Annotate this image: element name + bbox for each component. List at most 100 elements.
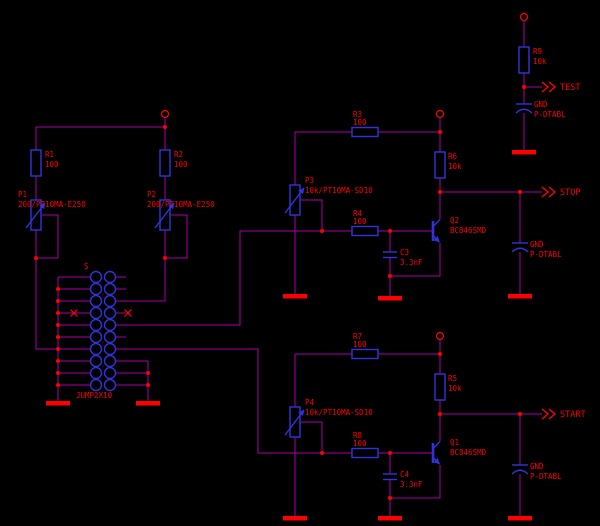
- connector-pin[interactable]: [103, 270, 117, 284]
- part-value: 100: [353, 439, 367, 448]
- jumper-connector-s[interactable]: S JUMP2X10: [46, 262, 160, 406]
- part-name: R5: [448, 374, 457, 383]
- part-value: 10k/PT10MA-SD10: [305, 186, 373, 195]
- junction-dot: [56, 299, 60, 303]
- connector-pin[interactable]: [103, 378, 117, 392]
- ground-symbol[interactable]: [508, 516, 532, 521]
- connector-pin[interactable]: [89, 366, 103, 380]
- ground-symbol[interactable]: [136, 401, 160, 406]
- ground-symbol[interactable]: [378, 296, 402, 301]
- trimmer-p1[interactable]: P1 200/PT10MA-E250: [18, 190, 86, 231]
- junction-dot: [320, 451, 324, 455]
- port-stop[interactable]: STOP: [541, 186, 580, 198]
- supply-pin[interactable]: [435, 331, 445, 341]
- connector-pin[interactable]: [89, 306, 103, 320]
- part-name: GND: [530, 462, 544, 471]
- part-name: R6: [448, 152, 458, 161]
- test-channel: R9 10k GND P-DTABL TEST: [512, 12, 580, 155]
- connector-pin[interactable]: [103, 366, 117, 380]
- pad-gnd-start[interactable]: GND P-DTABL: [511, 462, 562, 481]
- connector-pin[interactable]: [89, 354, 103, 368]
- port-label: TEST: [560, 83, 580, 93]
- connector-pin[interactable]: [89, 282, 103, 296]
- ground-symbol[interactable]: [378, 516, 402, 521]
- connector-pin[interactable]: [89, 318, 103, 332]
- ground-symbol[interactable]: [512, 150, 536, 155]
- capacitor-c3[interactable]: C3 3.3nF: [383, 248, 423, 267]
- junction-dot: [438, 352, 442, 356]
- resistor-r3[interactable]: R3 100: [351, 110, 379, 138]
- junction-dot: [522, 85, 526, 89]
- pad-gnd-stop[interactable]: GND P-DTABL: [511, 240, 562, 259]
- junction-dot: [56, 287, 60, 291]
- ground-symbol[interactable]: [283, 294, 307, 299]
- resistor-r5[interactable]: R5 10k: [434, 373, 462, 401]
- trimmer-p3[interactable]: P3 10k/PT10MA-SD10: [284, 176, 373, 216]
- port-test[interactable]: TEST: [541, 81, 580, 93]
- ground-symbol[interactable]: [283, 516, 307, 521]
- part-value: 100: [353, 217, 367, 226]
- part-value: 100: [174, 160, 188, 169]
- part-value: 3.3nF: [400, 258, 423, 267]
- junction-dot: [163, 125, 167, 129]
- ground-symbol[interactable]: [508, 294, 532, 299]
- junction-dot: [388, 451, 392, 455]
- connector-pin[interactable]: [103, 282, 117, 296]
- part-name: P2: [147, 190, 156, 199]
- junction-dot: [388, 274, 392, 278]
- junction-dot: [438, 130, 442, 134]
- connector-pin[interactable]: [103, 330, 117, 344]
- resistor-r4[interactable]: R4 100: [351, 209, 379, 237]
- part-value: P-DTABL: [530, 250, 562, 259]
- resistor-r9[interactable]: R9 10k: [518, 46, 547, 74]
- transistor-q2[interactable]: Q2 BC846SMD: [431, 216, 487, 243]
- part-value: BC846SMD: [450, 226, 487, 235]
- resistor-r1[interactable]: R1 100: [30, 149, 59, 177]
- part-name: Q1: [450, 438, 459, 447]
- connector-pin[interactable]: [89, 270, 103, 284]
- trimmer-p2[interactable]: P2 200/PT10MA-E250: [147, 190, 215, 231]
- resistor-r8[interactable]: R8 100: [351, 431, 379, 459]
- junction-dot: [56, 311, 60, 315]
- junction-dot: [518, 190, 522, 194]
- part-value: 100: [353, 118, 367, 127]
- connector-pin[interactable]: [103, 354, 117, 368]
- connector-pin[interactable]: [89, 378, 103, 392]
- part-name: GND: [534, 100, 548, 109]
- port-label: STOP: [560, 188, 580, 198]
- port-start[interactable]: START: [541, 408, 586, 420]
- port-label: START: [560, 410, 586, 420]
- junction-dot: [56, 347, 60, 351]
- resistor-r7[interactable]: R7 100: [351, 332, 379, 360]
- transistor-q1[interactable]: Q1 BC846SMD: [431, 438, 487, 465]
- connector-pin[interactable]: [103, 294, 117, 308]
- junction-dot: [438, 412, 442, 416]
- pad-gnd-test[interactable]: GND P-DTABL: [515, 100, 566, 119]
- trimmer-p4[interactable]: P4 10k/PT10MA-SD10: [284, 398, 373, 438]
- resistor-r6[interactable]: R6 10k: [434, 151, 462, 179]
- supply-pin[interactable]: [435, 109, 445, 119]
- part-name: R4: [353, 209, 363, 218]
- supply-pin[interactable]: [519, 12, 529, 22]
- part-name: P1: [18, 190, 27, 199]
- wire: [35, 117, 188, 350]
- ground-symbol[interactable]: [46, 401, 70, 406]
- connector-pin[interactable]: [89, 294, 103, 308]
- connector-pin[interactable]: [103, 318, 117, 332]
- connector-pin[interactable]: [103, 342, 117, 356]
- supply-pin[interactable]: [160, 109, 170, 119]
- junction-dot: [320, 229, 324, 233]
- resistor-r2[interactable]: R2 100: [159, 149, 188, 177]
- connector-pin[interactable]: [89, 330, 103, 344]
- connector-pin[interactable]: [103, 306, 117, 320]
- wire: [115, 339, 542, 516]
- part-value: BC846SMD: [450, 448, 487, 457]
- divider-left: R1 100 P1 200/PT10MA-E250 R2 100 P2 200/…: [18, 109, 215, 350]
- part-name: GND: [530, 240, 544, 249]
- capacitor-c4[interactable]: C4 3.3nF: [383, 470, 423, 489]
- connector-pin[interactable]: [89, 342, 103, 356]
- part-value: 10k: [448, 384, 462, 393]
- junction-dot: [56, 335, 60, 339]
